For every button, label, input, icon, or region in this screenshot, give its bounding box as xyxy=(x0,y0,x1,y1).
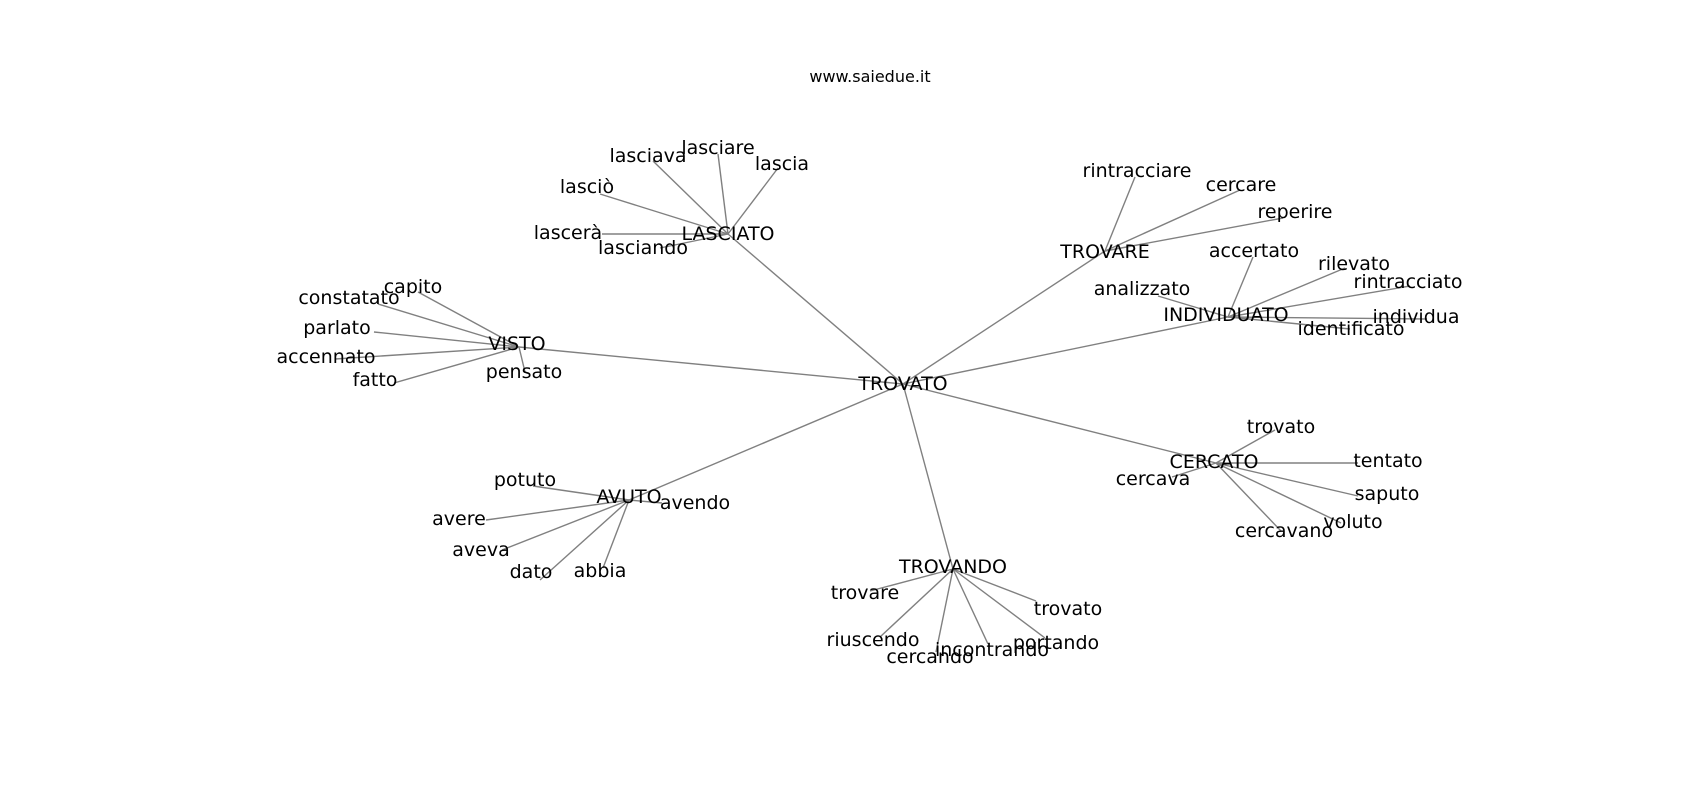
edge-hub-to-leaf xyxy=(652,160,729,235)
edge-hub-to-leaf xyxy=(1227,285,1411,318)
edge-hub-to-leaf xyxy=(1215,462,1359,497)
leaf-node-label: lasciando xyxy=(598,237,688,259)
leaf-node-label: accertato xyxy=(1209,240,1299,262)
hub-node-label: TROVANDO xyxy=(898,556,1007,578)
edge-hub-to-leaf xyxy=(717,153,729,235)
leaf-node-label: lascerà xyxy=(534,222,602,244)
edge-hub-to-leaf xyxy=(879,568,954,638)
leaf-node-label: trovato xyxy=(1034,598,1102,620)
leaf-node-label: incontrando xyxy=(935,639,1049,661)
edge-hub-to-leaf xyxy=(1104,217,1284,252)
edge-hub-to-leaf xyxy=(952,568,989,645)
leaf-node-label: saputo xyxy=(1355,483,1420,505)
edge-hub-to-leaf xyxy=(1227,267,1346,318)
leaf-node-label: rilevato xyxy=(1318,253,1390,275)
leaf-node-label: trovato xyxy=(1247,416,1315,438)
edge-center-to-hub xyxy=(902,383,1217,464)
leaf-node-label: avere xyxy=(432,508,486,530)
edge-hub-to-leaf xyxy=(599,193,729,235)
site-watermark: www.saiedue.it xyxy=(809,67,930,86)
edge-hub-to-leaf xyxy=(1104,189,1241,252)
edge-center-to-hub xyxy=(902,250,1106,385)
leaf-node-label: fatto xyxy=(353,369,398,391)
edge-center-to-hub xyxy=(902,316,1229,385)
hub-node-label: LASCIATO xyxy=(681,223,774,245)
leaf-node-label: riuscendo xyxy=(827,629,920,651)
leaf-node-label: rintracciare xyxy=(1083,160,1192,182)
leaf-node-label: individua xyxy=(1373,306,1460,328)
edge-hub-to-leaf xyxy=(501,499,630,551)
edge-hub-to-leaf xyxy=(1227,256,1254,318)
leaf-node-label: avendo xyxy=(660,492,730,514)
graph-edges xyxy=(334,153,1428,653)
leaf-node-label: constatato xyxy=(298,287,399,309)
leaf-node-label: cercando xyxy=(886,646,973,668)
edge-hub-to-leaf xyxy=(417,291,520,348)
hub-node-label: CERCATO xyxy=(1170,451,1259,473)
edge-hub-to-leaf xyxy=(1227,316,1351,330)
edge-hub-to-leaf xyxy=(952,568,1046,639)
edge-hub-to-leaf xyxy=(1215,462,1282,532)
edge-hub-to-leaf xyxy=(628,499,663,504)
leaf-node-label: cercava xyxy=(1116,468,1191,490)
leaf-node-label: parlato xyxy=(303,317,371,339)
hub-node-label: INDIVIDUATO xyxy=(1163,304,1288,326)
leaf-node-label: aveva xyxy=(452,539,509,561)
edge-center-to-hub xyxy=(727,233,904,385)
leaf-node-label: lasciare xyxy=(681,137,754,159)
edge-hub-to-leaf xyxy=(373,331,520,348)
leaf-node-label: cercavano xyxy=(1235,520,1333,542)
leaf-node-label: tentato xyxy=(1353,450,1422,472)
leaf-node-label: cercare xyxy=(1206,174,1277,196)
leaf-node-label: dato xyxy=(510,561,553,583)
edge-hub-to-leaf xyxy=(1104,176,1136,252)
edge-hub-to-leaf xyxy=(1215,429,1276,464)
leaf-node-label: trovare xyxy=(831,582,899,604)
edge-hub-to-leaf xyxy=(1171,462,1217,478)
edge-hub-to-leaf xyxy=(485,499,630,521)
leaf-node-label: lascia xyxy=(755,153,809,175)
leaf-node-label: voluto xyxy=(1323,511,1382,533)
edge-hub-to-leaf xyxy=(1215,462,1342,524)
edge-center-to-hub xyxy=(518,346,904,385)
leaf-node-label: pensato xyxy=(486,361,562,383)
edge-hub-to-leaf xyxy=(659,233,729,249)
edge-center-to-hub xyxy=(628,383,904,501)
edge-hub-to-leaf xyxy=(518,346,526,373)
hub-node-label: AVUTO xyxy=(596,486,661,508)
leaf-node-label: rintracciato xyxy=(1354,271,1463,293)
center-node-label: TROVATO xyxy=(857,373,947,395)
edge-hub-to-leaf xyxy=(393,346,520,384)
edge-hub-to-leaf xyxy=(952,568,1037,602)
leaf-node-label: reperire xyxy=(1257,201,1332,223)
leaf-node-label: capito xyxy=(384,276,443,298)
edge-hub-to-leaf xyxy=(869,568,954,592)
edge-hub-to-leaf xyxy=(377,303,520,348)
hub-node-label: VISTO xyxy=(488,333,545,355)
edge-hub-to-leaf xyxy=(727,167,779,235)
edge-hub-to-leaf xyxy=(539,499,630,581)
leaf-node-label: potuto xyxy=(494,469,556,491)
leaf-node-label: lasciava xyxy=(609,145,686,167)
leaf-node-label: accennato xyxy=(276,346,375,368)
leaf-node-label: lasciò xyxy=(560,176,614,198)
edge-hub-to-leaf xyxy=(602,499,630,569)
edge-hub-to-leaf xyxy=(532,485,630,501)
leaf-node-label: portando xyxy=(1013,632,1099,654)
edge-hub-to-leaf xyxy=(935,568,954,653)
edge-hub-to-leaf xyxy=(334,346,520,360)
edge-hub-to-leaf xyxy=(1157,295,1229,318)
edge-hub-to-leaf xyxy=(1227,316,1428,320)
edge-center-to-hub xyxy=(902,383,954,570)
leaf-node-label: identificato xyxy=(1298,318,1405,340)
leaf-node-label: analizzato xyxy=(1094,278,1191,300)
leaf-node-label: abbia xyxy=(574,560,627,582)
hub-node-label: TROVARE xyxy=(1059,241,1149,263)
